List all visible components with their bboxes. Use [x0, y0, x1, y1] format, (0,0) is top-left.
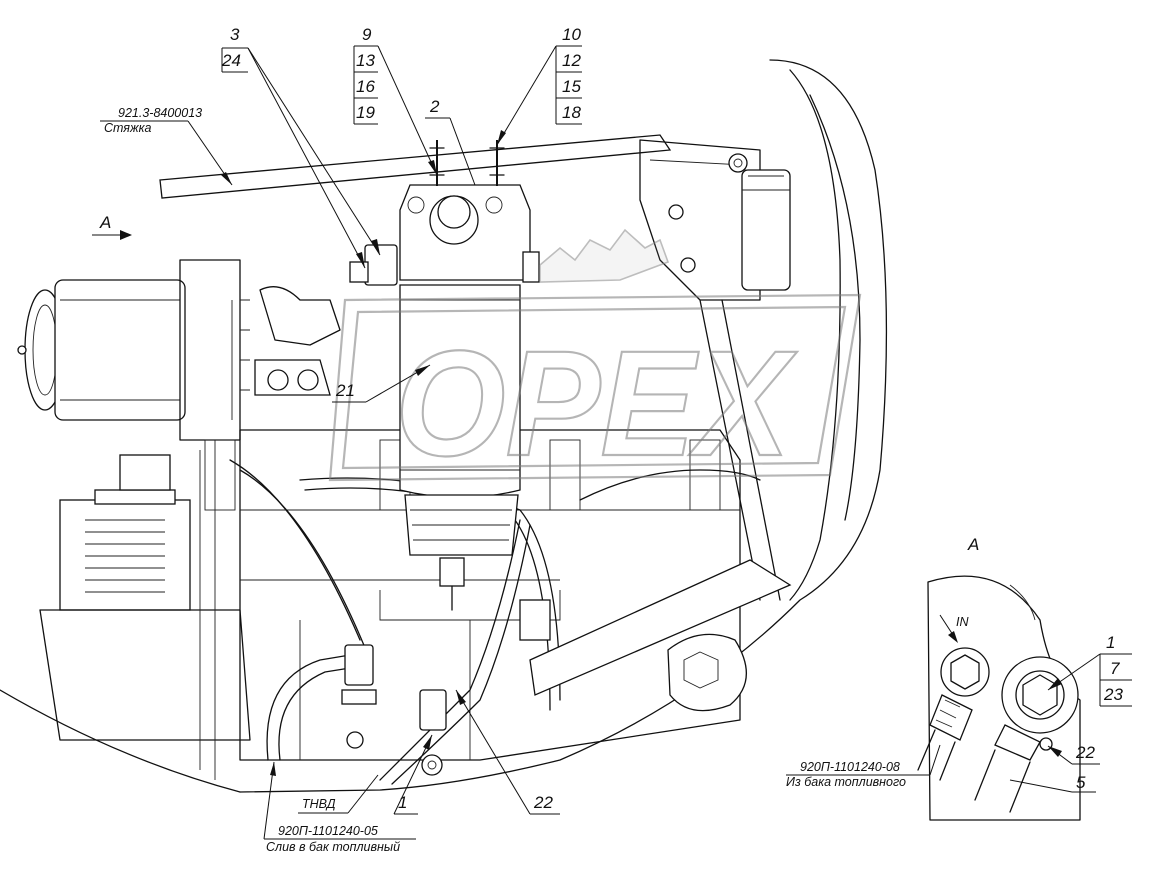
- detail-callout-7: 7: [1110, 659, 1120, 678]
- view-arrow-a: A: [92, 213, 132, 240]
- callout-10: 10: [562, 25, 581, 44]
- callout-21: 21: [335, 381, 355, 400]
- fuel-filter: [349, 140, 540, 611]
- detail-callout-23: 23: [1103, 685, 1123, 704]
- engine-body: [0, 59, 888, 793]
- note-from-tank-part: 920П-1101240-08: [800, 760, 900, 774]
- callout-16: 16: [356, 77, 375, 96]
- view-arrow-label: A: [99, 213, 111, 232]
- callout-18: 18: [562, 103, 581, 122]
- detail-callout-22: 22: [1075, 743, 1095, 762]
- note-tie-name: Стяжка: [104, 121, 151, 135]
- detail-inlet-label: IN: [956, 615, 969, 629]
- note-drain-desc: Слив в бак топливный: [266, 840, 400, 854]
- callout-13: 13: [356, 51, 375, 70]
- note-from-tank-desc: Из бака топливного: [786, 775, 906, 789]
- callout-9: 9: [362, 25, 372, 44]
- callout-2: 2: [429, 97, 440, 116]
- watermark-logo: OPEX: [328, 228, 862, 488]
- callout-15: 15: [562, 77, 581, 96]
- note-tnvd: ТНВД: [302, 797, 336, 811]
- callout-1: 1: [398, 793, 407, 812]
- callout-3: 3: [230, 25, 240, 44]
- callout-19: 19: [356, 103, 375, 122]
- detail-view-a: A IN 1 7 23 22 5: [786, 535, 1132, 821]
- note-drain-part: 920П-1101240-05: [278, 824, 378, 838]
- notes: 921.3-8400013 Стяжка ТНВД 920П-1101240-0…: [100, 106, 416, 854]
- detail-callout-5: 5: [1076, 773, 1086, 792]
- watermark-text: OPEX: [395, 319, 798, 487]
- detail-callout-1: 1: [1106, 633, 1115, 652]
- note-tie-part: 921.3-8400013: [118, 106, 202, 120]
- callout-12: 12: [562, 51, 581, 70]
- callouts-main: 3 24 9 13 16 19 10 12 15 18 2: [221, 25, 582, 815]
- detail-view-label: A: [967, 535, 979, 554]
- callout-24: 24: [221, 51, 241, 70]
- callout-22: 22: [533, 793, 553, 812]
